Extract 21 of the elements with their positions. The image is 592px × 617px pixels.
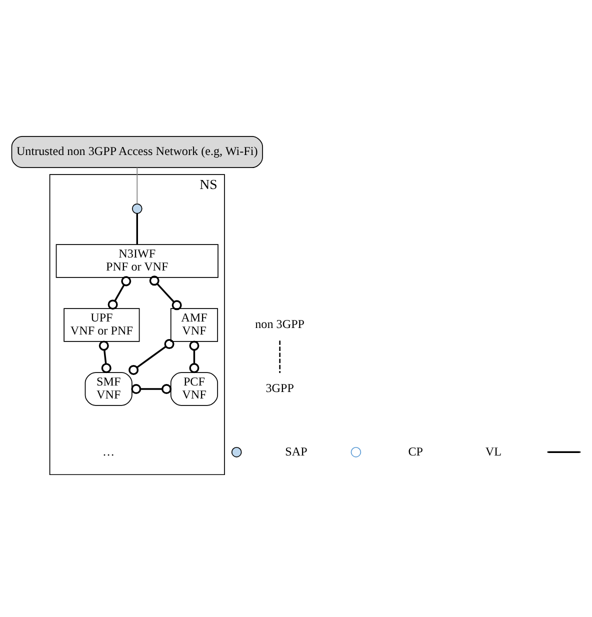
node-box: AMF VNF: [170, 308, 218, 342]
connector: [136, 166, 138, 204]
node-circle: [132, 202, 142, 214]
connector: [131, 383, 172, 394]
node-box: N3IWF PNF or VNF: [56, 244, 218, 278]
label: 3GPP: [266, 380, 294, 395]
node-box: UPF VNF or PNF: [64, 308, 140, 342]
connector: [136, 213, 138, 244]
legend-label: CP: [408, 444, 424, 458]
connector: [149, 275, 182, 310]
connector: [108, 276, 132, 310]
legend-label: SAP: [285, 444, 308, 458]
connector: [128, 338, 174, 374]
label: non 3GPP: [255, 316, 305, 331]
node-box: PCF VNF: [170, 372, 218, 406]
connector: [98, 340, 112, 373]
node-box: Untrusted non 3GPP Access Network (e.g, Wi-Fi): [11, 136, 263, 168]
node-box: SMF VNF: [84, 372, 132, 406]
legend-label: VL: [485, 444, 502, 458]
connector: [189, 340, 200, 373]
label: …: [102, 444, 115, 458]
